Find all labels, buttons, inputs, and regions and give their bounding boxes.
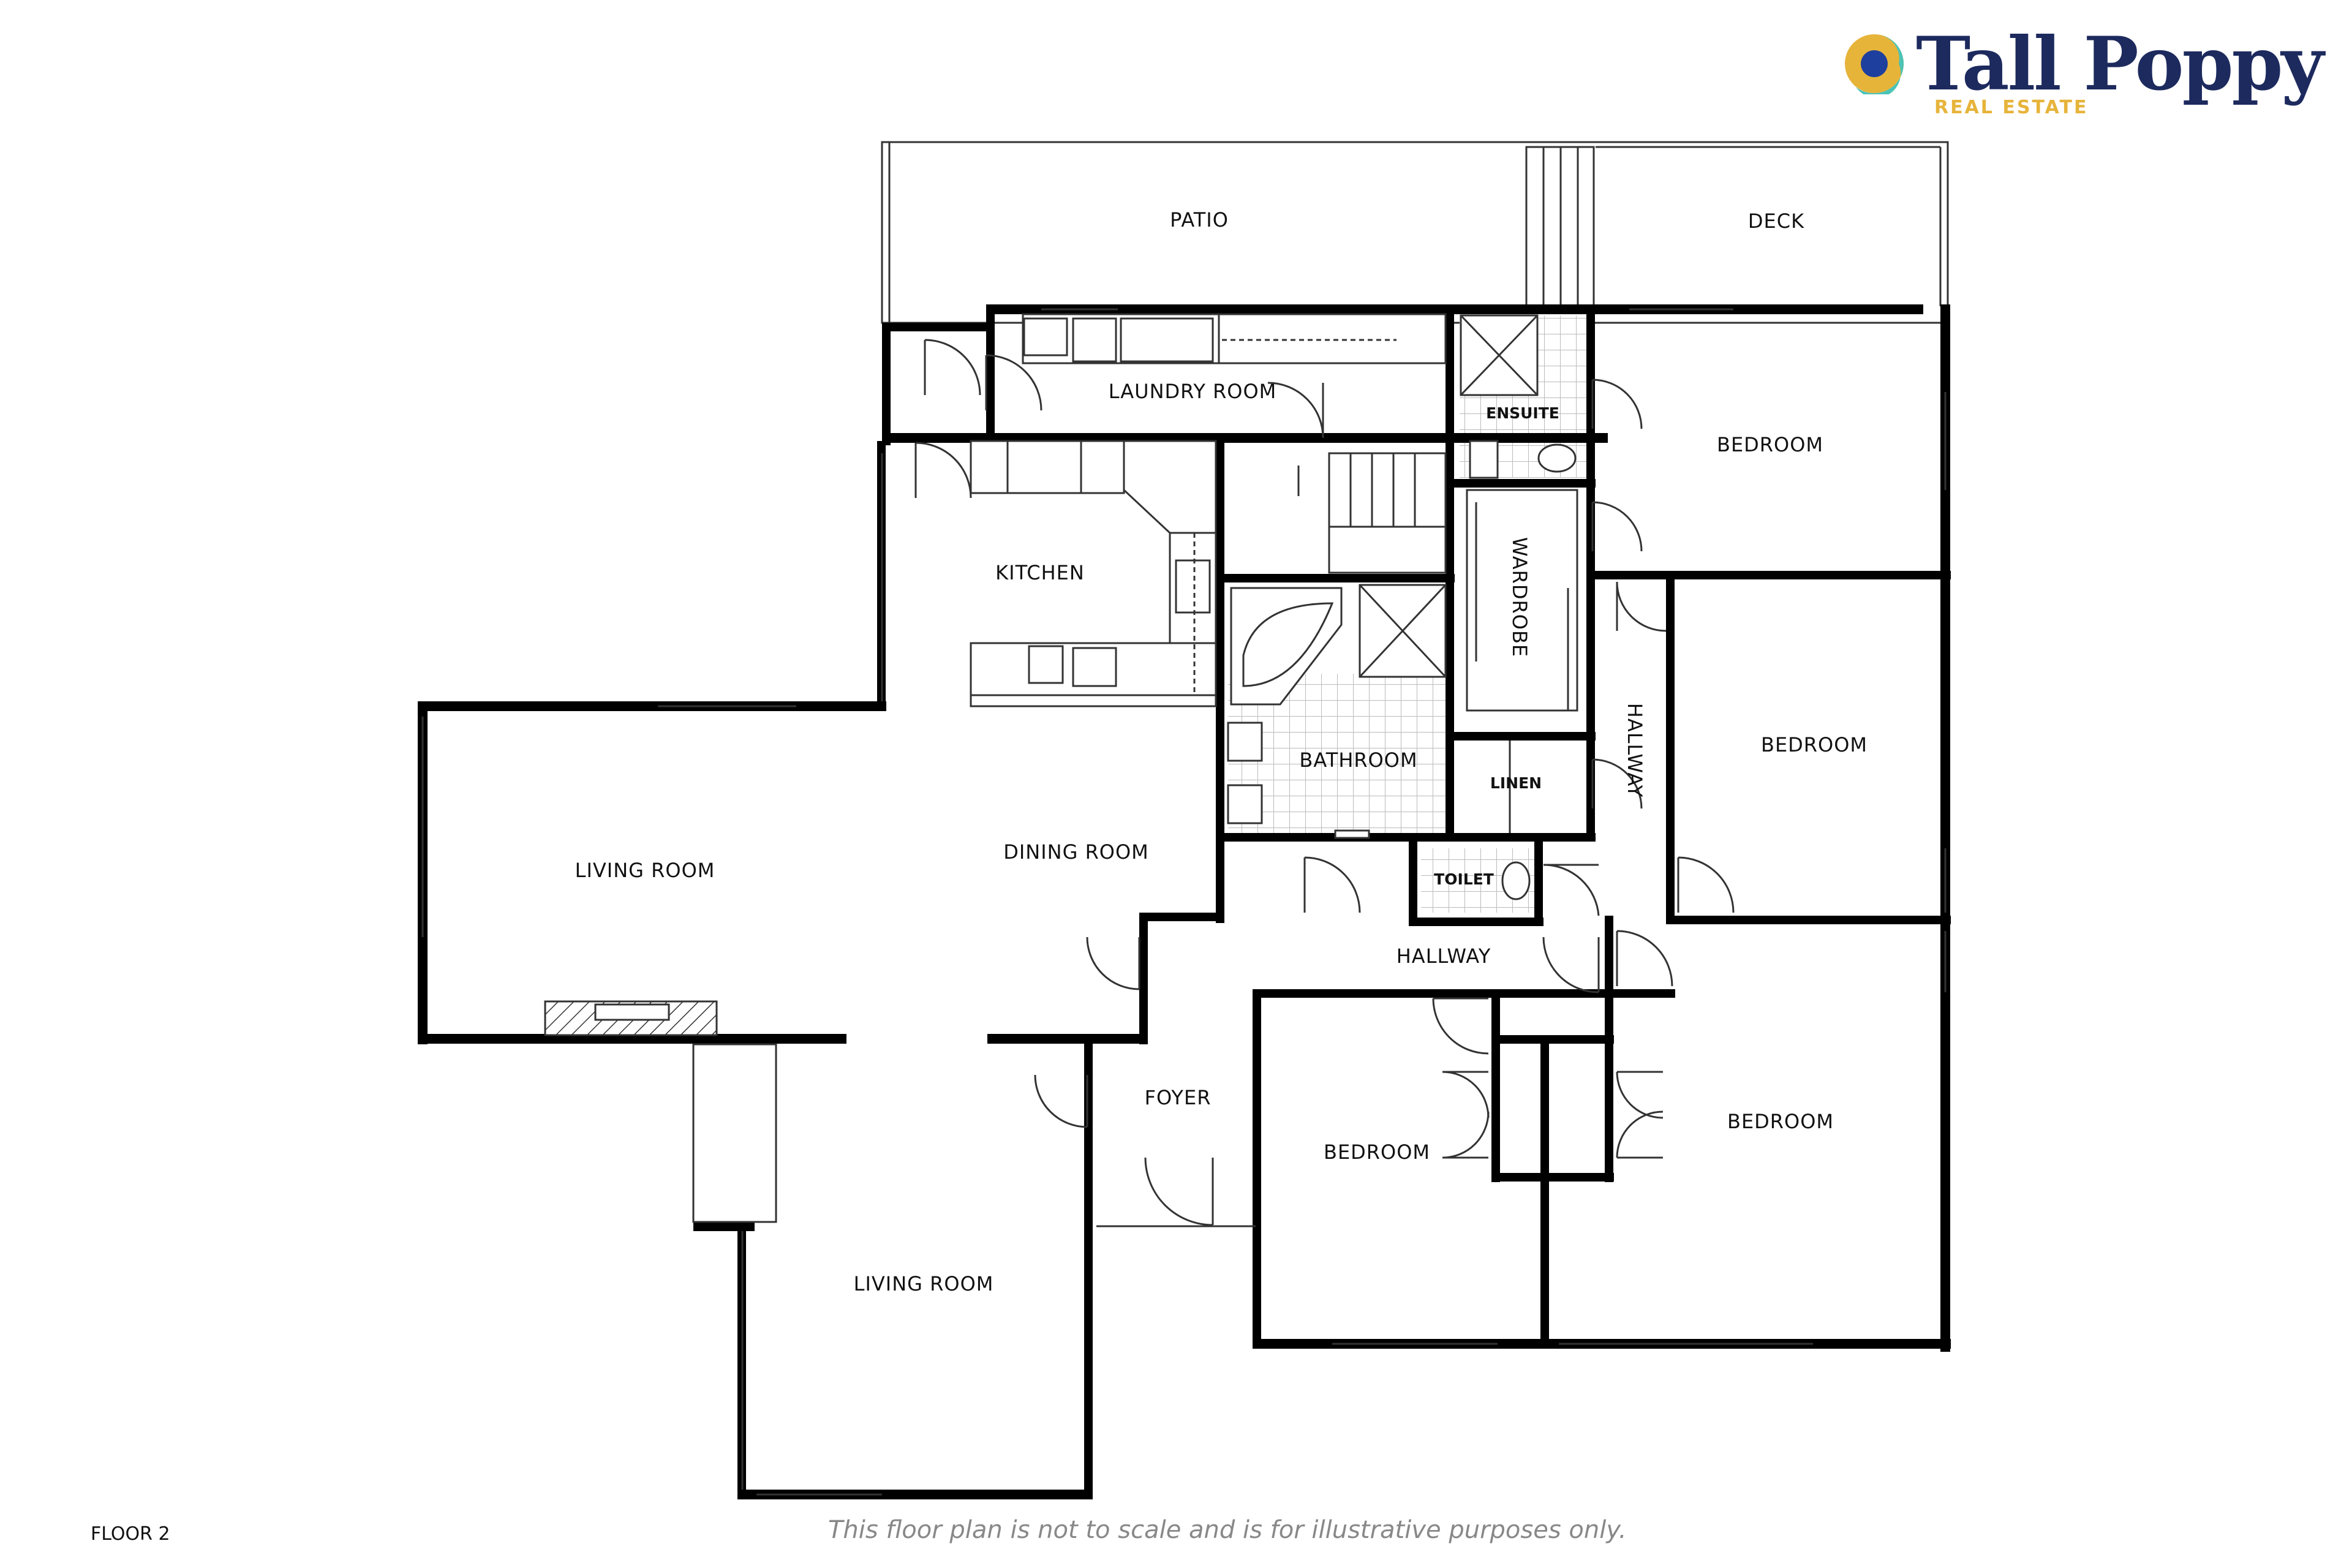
doors bbox=[914, 339, 1735, 1226]
linen-label: LINEN bbox=[1490, 774, 1542, 792]
room-labels: PATIO DECK LAUNDRY ROOM ENSUITE BEDROOM … bbox=[575, 208, 1868, 1295]
bathroom-label: BATHROOM bbox=[1299, 748, 1417, 772]
bedroom-2-label: BEDROOM bbox=[1761, 733, 1868, 756]
brand-logo: Tall Poppy REAL ESTATE bbox=[1844, 21, 2328, 129]
patio-label: PATIO bbox=[1170, 208, 1229, 232]
living-room-1-label: LIVING ROOM bbox=[575, 859, 715, 882]
bathroom-fixtures bbox=[1227, 584, 1447, 839]
toilet-fixture bbox=[1501, 861, 1531, 900]
disclaimer-text: This floor plan is not to scale and is f… bbox=[828, 1516, 1627, 1544]
bedroom-3-label: BEDROOM bbox=[1324, 1140, 1430, 1164]
brand-name: Tall Poppy bbox=[1916, 21, 2324, 107]
wardrobe-label: WARDROBE bbox=[1508, 537, 1531, 657]
fireplace bbox=[544, 1000, 718, 1036]
bedroom-1-label: BEDROOM bbox=[1717, 433, 1823, 456]
toilet-label: TOILET bbox=[1434, 870, 1494, 888]
poppy-logo-icon bbox=[1845, 34, 1904, 94]
deck-steps bbox=[1525, 146, 1595, 311]
brand-tagline: REAL ESTATE bbox=[1934, 97, 2089, 118]
bay-window bbox=[692, 1043, 777, 1223]
kitchen-label: KITCHEN bbox=[995, 561, 1085, 584]
walls bbox=[418, 304, 1951, 1499]
hallway-vertical-label: HALLWAY bbox=[1623, 703, 1646, 798]
kitchen-counters bbox=[970, 440, 1217, 707]
hallway-label: HALLWAY bbox=[1396, 944, 1491, 968]
laundry-label: LAUNDRY ROOM bbox=[1109, 380, 1277, 403]
floor-label: FLOOR 2 bbox=[91, 1523, 170, 1545]
living-room-2-label: LIVING ROOM bbox=[854, 1272, 994, 1295]
ensuite-label: ENSUITE bbox=[1486, 404, 1559, 422]
staircase bbox=[1297, 452, 1447, 574]
foyer-label: FOYER bbox=[1145, 1086, 1212, 1109]
laundry-fixtures bbox=[1022, 313, 1447, 364]
bedroom-4-label: BEDROOM bbox=[1727, 1110, 1834, 1133]
wardrobe-inner bbox=[1466, 489, 1578, 712]
ensuite-fixtures bbox=[1460, 314, 1577, 479]
dining-room-label: DINING ROOM bbox=[1003, 840, 1149, 864]
deck-label: DECK bbox=[1748, 209, 1804, 233]
